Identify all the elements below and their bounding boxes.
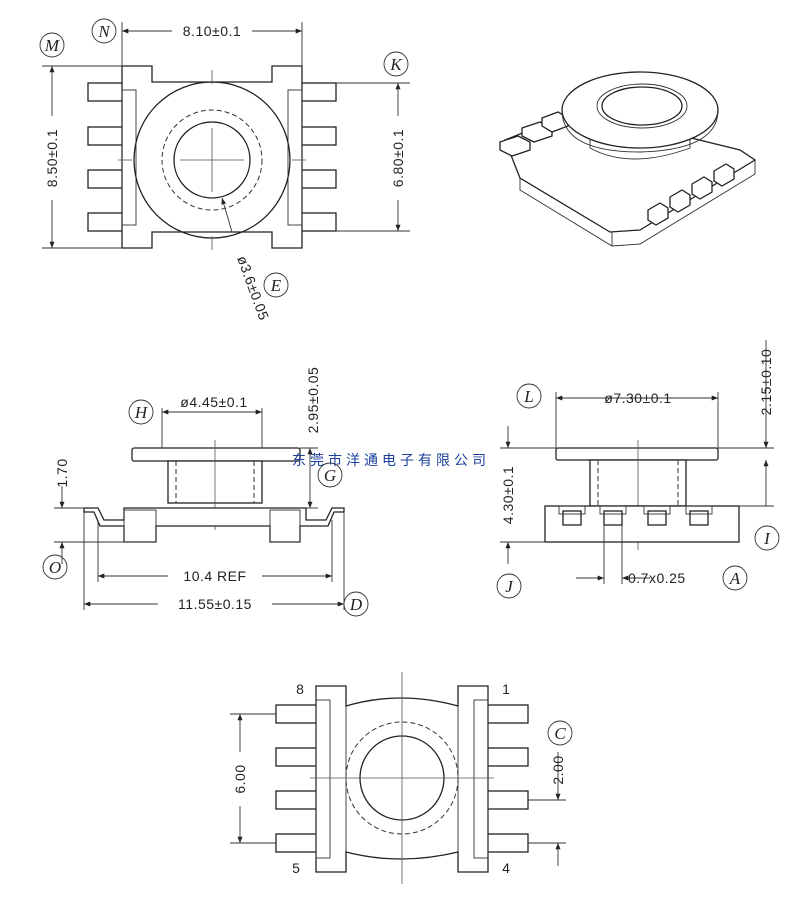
side-left-base [83,507,345,543]
iso-right-pins [647,163,735,226]
side-left-height-dimension: 2.95±0.05 [305,367,321,434]
label-l-bubble: L [516,383,542,409]
svg-text:E: E [270,276,282,295]
label-o-bubble: O [42,554,68,580]
label-k-bubble: K [383,51,409,77]
label-i-bubble: I [754,525,780,551]
side-right-pin-dimension: 0.7x0.25 [628,570,686,586]
pin-number-1: 1 [502,681,510,697]
bottom-view-left-pins [275,704,319,853]
side-view-right: ø7.30±0.1 2.15±0.10 4.30±0.1 0.7x0.25 L … [496,340,780,599]
top-view-pin-span-dimension: 6.80±0.1 [390,129,406,187]
pin-number-5: 5 [292,860,300,876]
svg-text:O: O [49,558,61,577]
side-left-base-dimension: 1.70 [54,458,70,487]
top-view-height-dimension: 8.50±0.1 [44,129,60,187]
side-view-left: ø4.45±0.1 2.95±0.05 1.70 10.4 REF 11.55±… [42,367,369,617]
label-g-bubble: G [317,462,343,488]
svg-text:K: K [389,55,403,74]
top-view: 8.10±0.1 8.50±0.1 6.80±0.1 ø3.6±0.05 M N… [39,18,410,323]
svg-text:M: M [44,36,60,55]
pin-number-4: 4 [502,860,510,876]
top-view-width-dimension: 8.10±0.1 [183,23,241,39]
pin-number-8: 8 [296,681,304,697]
label-h-bubble: H [128,399,154,425]
side-left-top-flange [131,447,301,462]
svg-text:A: A [729,569,741,588]
isometric-view [499,71,757,247]
iso-flange [561,71,719,149]
side-right-top-dimension: 2.15±0.10 [758,349,774,416]
bottom-view-right-pins [485,704,529,853]
label-c-bubble: C [547,720,573,746]
side-left-overall-dimension: 11.55±0.15 [178,596,252,612]
svg-text:N: N [97,22,111,41]
label-j-bubble: J [496,573,522,599]
svg-text:D: D [349,595,363,614]
svg-text:J: J [505,577,514,596]
side-left-flange-dimension: ø4.45±0.1 [180,394,247,410]
svg-text:H: H [134,403,149,422]
side-left-ref-dimension: 10.4 REF [183,568,246,584]
label-d-bubble: D [343,591,369,617]
top-view-left-pins [87,82,127,232]
side-right-flange-dimension: ø7.30±0.1 [604,390,671,406]
label-e-bubble: E [263,272,289,298]
side-right-top-flange [555,447,719,461]
company-watermark: 东莞市洋通电子有限公司 [292,452,490,469]
side-right-body-dimension: 4.30±0.1 [500,466,516,524]
svg-text:G: G [324,466,336,485]
bottom-view-span-dimension: 6.00 [232,764,248,793]
top-view-right-pins [297,82,337,232]
top-view-center-hole [173,121,251,199]
top-view-hole-dimension: ø3.6±0.05 [234,254,272,323]
label-n-bubble: N [91,18,117,44]
label-m-bubble: M [39,32,65,58]
svg-text:L: L [523,387,533,406]
label-a-bubble: A [722,565,748,591]
svg-text:I: I [763,529,771,548]
svg-text:C: C [554,724,566,743]
top-view-dashed-circle [161,109,263,211]
side-right-pins [558,505,713,526]
bottom-view-pitch-dimension: 2.00 [550,755,566,784]
bottom-view: 8 1 5 4 6.00 2.00 C [230,672,573,884]
